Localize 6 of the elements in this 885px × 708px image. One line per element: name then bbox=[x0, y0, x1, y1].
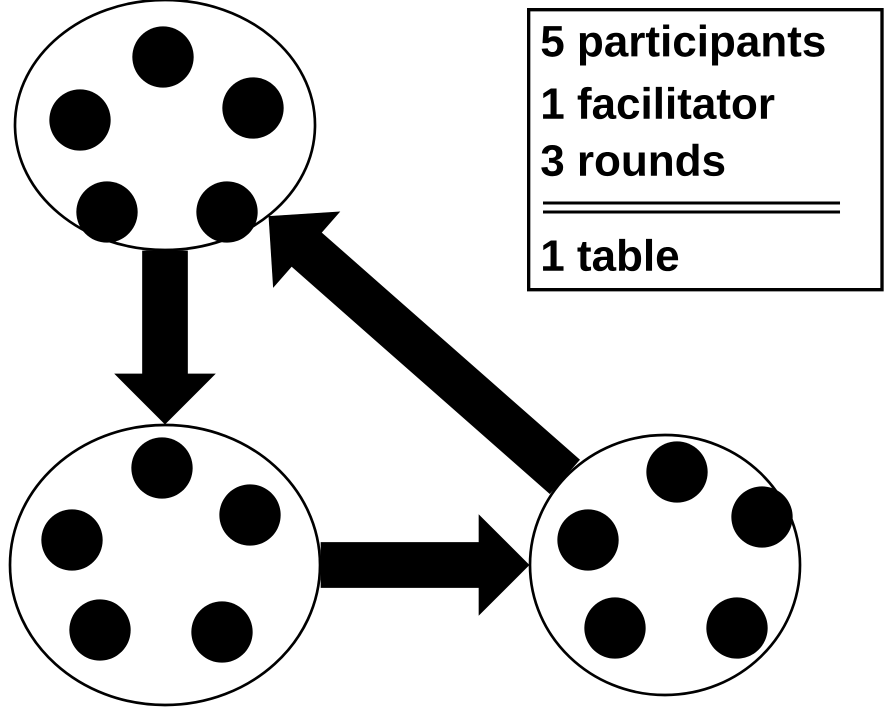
info-box: 5 participants 1 facilitator 3 rounds 1 table bbox=[527, 8, 884, 292]
block-arrow bbox=[114, 250, 216, 424]
table-circle bbox=[8, 424, 322, 706]
table-circle bbox=[528, 434, 802, 696]
block-arrow bbox=[320, 514, 530, 616]
block-arrow bbox=[268, 212, 580, 494]
